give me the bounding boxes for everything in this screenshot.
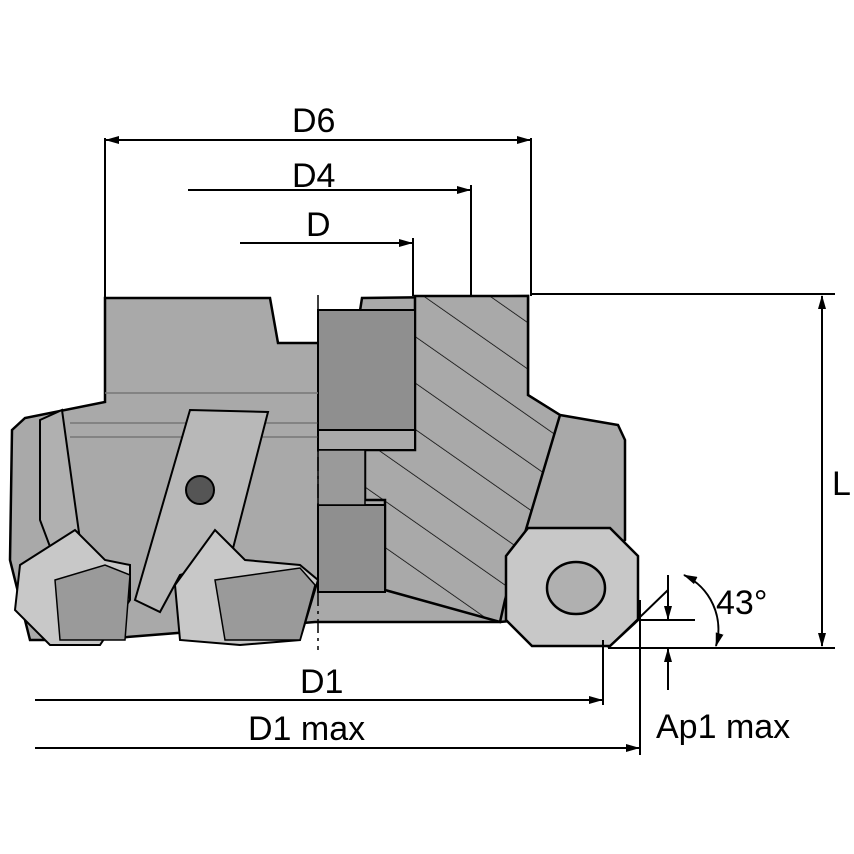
label-d1-max: D1 max xyxy=(248,710,365,748)
label-d1: D1 xyxy=(300,663,343,701)
clamp-screw xyxy=(185,475,215,505)
insert-right xyxy=(504,526,640,648)
bore-lower xyxy=(317,504,386,593)
bore-key xyxy=(317,429,416,451)
bore-upper xyxy=(317,309,416,431)
dimension-lines xyxy=(35,136,835,755)
insert-middle xyxy=(173,528,320,647)
label-angle: 43° xyxy=(716,584,767,622)
insert-left xyxy=(13,528,131,646)
label-d4: D4 xyxy=(292,157,335,195)
label-ap1-max: Ap1 max xyxy=(656,708,790,746)
label-l: L xyxy=(832,465,851,503)
label-d: D xyxy=(306,206,331,244)
label-d6: D6 xyxy=(292,102,335,140)
